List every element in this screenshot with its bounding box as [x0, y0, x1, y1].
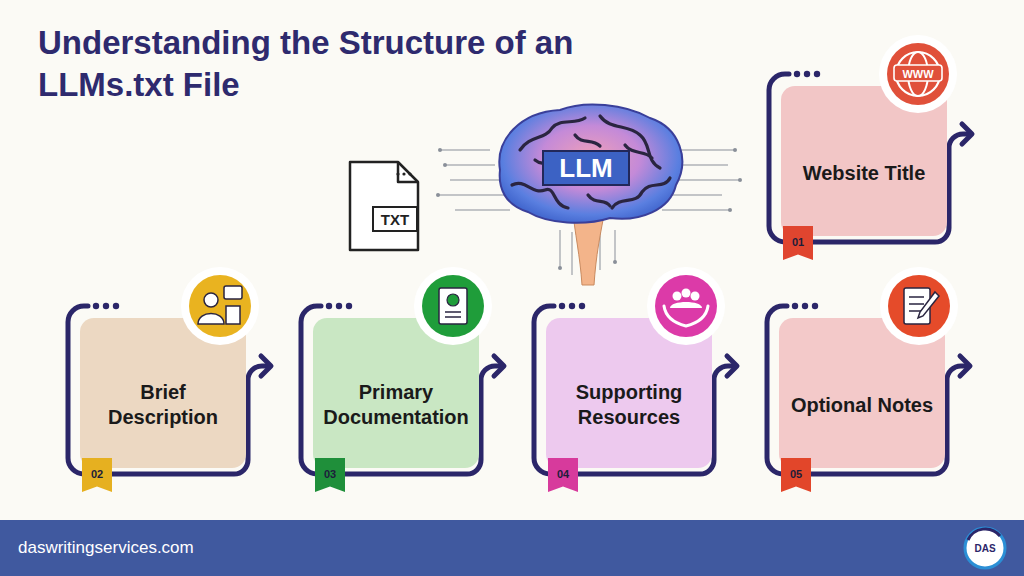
globe-icon-part — [887, 43, 949, 105]
card-fill: Optional Notes — [779, 318, 945, 468]
team-hands-icon — [647, 267, 725, 345]
team-hands-icon-part — [682, 289, 691, 298]
globe-icon — [879, 35, 957, 113]
callout-number: 03 — [315, 458, 345, 492]
txt-file-icon-part — [396, 172, 399, 175]
brain-illustration-part-part — [443, 163, 447, 167]
txt-file-icon — [350, 162, 418, 250]
card-title: Supporting Resources — [554, 380, 704, 430]
logo-text: DAS — [968, 538, 1002, 558]
card-title: Website Title — [803, 161, 926, 186]
certificate-icon — [414, 267, 492, 345]
callout-number: 02 — [82, 458, 112, 492]
card-frames — [68, 71, 972, 474]
brain-illustration-part-part — [438, 148, 442, 152]
process-card: Brief Description 02 — [64, 298, 264, 498]
globe-icon-part — [879, 35, 957, 113]
txt-file-icon-part — [350, 162, 418, 250]
certificate-icon-part — [414, 267, 492, 345]
brain-illustration-part-part — [728, 208, 732, 212]
document-pen-icon-part — [918, 292, 939, 318]
document-pen-icon-part — [880, 267, 958, 345]
globe-icon-part — [894, 65, 942, 81]
presenter-icon-part — [224, 286, 242, 299]
card-frames-part — [301, 303, 504, 474]
brain-illustration-part-part — [575, 135, 600, 146]
brain-illustration-part — [499, 104, 682, 222]
card-fill: Website Title — [781, 86, 947, 236]
card-fill: Primary Documentation — [313, 318, 479, 468]
team-hands-icon-part — [647, 267, 725, 345]
globe-icon-part — [896, 52, 940, 96]
document-pen-icon-part — [888, 275, 950, 337]
diagram-title: Understanding the Structure of an LLMs.t… — [38, 22, 678, 106]
file-type-label: TXT — [372, 206, 418, 232]
brain-label: LLM — [542, 150, 630, 186]
brain-illustration-part-part — [558, 266, 562, 270]
document-pen-icon — [880, 267, 958, 345]
callout-number: 04 — [548, 458, 578, 492]
card-fill: Supporting Resources — [546, 318, 712, 468]
card-frames-part — [68, 303, 271, 474]
team-hands-icon-part — [655, 275, 717, 337]
footer-band-part — [968, 529, 1000, 540]
presenter-icon — [181, 267, 259, 345]
presenter-icon-part — [181, 267, 259, 345]
certificate-icon-part — [447, 294, 459, 306]
txt-file-icon-part — [402, 172, 405, 175]
globe-text: WWW — [896, 66, 940, 82]
brain-illustration — [436, 104, 742, 285]
presenter-icon-part — [189, 275, 251, 337]
process-card: Website Title 01 — [765, 66, 965, 266]
process-card: Optional Notes 05 — [763, 298, 963, 498]
presenter-icon-part — [226, 306, 240, 324]
process-card: Primary Documentation 03 — [297, 298, 497, 498]
footer-url: daswritingservices.com — [18, 535, 278, 561]
footer-band — [0, 520, 1024, 576]
brain-illustration-part — [512, 116, 670, 208]
footer-band-part — [965, 528, 1005, 568]
card-title: Optional Notes — [791, 393, 933, 418]
certificate-icon-part — [422, 275, 484, 337]
presenter-icon-part — [198, 314, 224, 325]
brain-illustration-part-part — [738, 178, 742, 182]
card-title: Primary Documentation — [321, 380, 471, 430]
document-pen-icon-part — [904, 288, 930, 324]
card-frames-part — [534, 303, 737, 474]
brain-illustration-part-part — [588, 195, 610, 206]
brain-illustration-part-part — [512, 183, 568, 208]
callout-number: 01 — [783, 226, 813, 260]
team-hands-icon-part — [673, 292, 682, 301]
footer-band-part — [0, 520, 1024, 576]
presenter-icon-part — [204, 293, 218, 307]
team-hands-icon-part — [664, 306, 708, 326]
card-fill: Brief Description — [80, 318, 246, 468]
certificate-icon-part — [439, 288, 467, 324]
card-frames-part — [769, 71, 972, 242]
document-pen-icon-part — [909, 297, 924, 311]
brain-illustration-part-part — [733, 148, 737, 152]
process-card: Supporting Resources 04 — [530, 298, 730, 498]
card-title: Brief Description — [88, 380, 238, 430]
callout-number: 05 — [781, 458, 811, 492]
brain-illustration-part-part — [436, 193, 440, 197]
card-frames-part — [767, 303, 970, 474]
txt-file-icon-part — [398, 162, 418, 182]
txt-file-icon-part — [408, 172, 411, 175]
team-hands-icon-part — [670, 302, 702, 308]
team-hands-icon-part — [691, 292, 700, 301]
certificate-icon-part — [445, 312, 461, 317]
brain-illustration-part-part — [613, 260, 617, 264]
